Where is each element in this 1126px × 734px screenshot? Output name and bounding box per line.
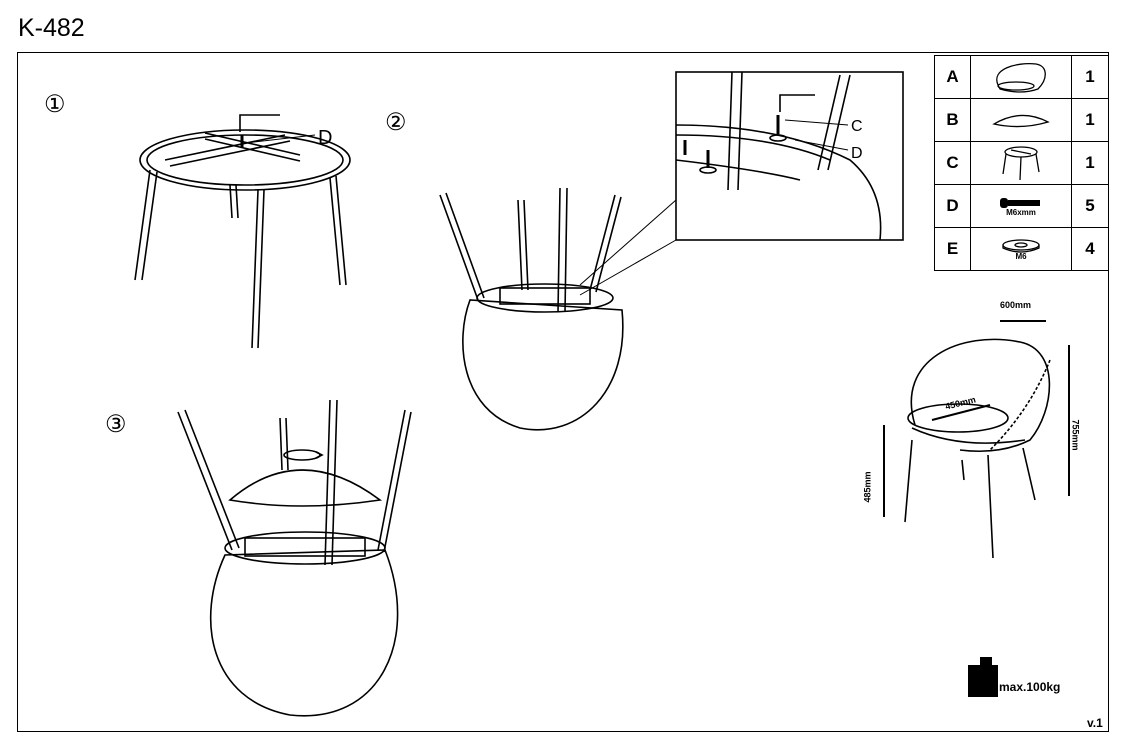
callout-d-detail: D xyxy=(851,145,863,162)
dimensioned-chair-drawing xyxy=(883,320,1070,559)
step3-cushion-drawing xyxy=(177,399,412,717)
part-letter: C xyxy=(934,141,971,185)
leg-frame-icon xyxy=(1002,146,1040,181)
dimension-width: 600mm xyxy=(1000,300,1032,310)
dimension-seat-height: 485mm xyxy=(862,471,873,503)
step-2-marker: ② xyxy=(385,108,407,136)
step1-leg-frame-drawing xyxy=(134,114,351,349)
part-note: M6 xyxy=(1015,251,1027,261)
part-qty: 1 xyxy=(1071,98,1109,142)
part-note: M6xmm xyxy=(1006,207,1036,217)
parts-table: A 1 B 1 C 1 D M6xmm 5 E M6 4 xyxy=(934,55,1109,271)
dimension-height: 755mm xyxy=(1070,419,1081,451)
part-letter: B xyxy=(934,98,971,142)
parts-row: E M6 4 xyxy=(934,227,1109,271)
weight-icon xyxy=(968,657,998,697)
parts-row: D M6xmm 5 xyxy=(934,184,1109,228)
part-letter: A xyxy=(934,55,971,99)
callout-d-step1: D xyxy=(318,127,333,149)
bolt-icon xyxy=(1000,197,1040,208)
step2-chair-upside-down-drawing xyxy=(439,187,677,431)
step-1-marker: ① xyxy=(44,90,66,118)
part-letter: D xyxy=(934,184,971,228)
version-label: v.1 xyxy=(1087,716,1103,730)
cushion-icon xyxy=(992,114,1050,128)
max-load-label: max.100kg xyxy=(999,680,1061,694)
parts-row: B 1 xyxy=(934,98,1109,142)
instruction-frame xyxy=(17,52,1109,732)
part-letter: E xyxy=(934,227,971,271)
product-title: K-482 xyxy=(18,14,85,42)
washer-icon xyxy=(1002,238,1040,253)
part-qty: 5 xyxy=(1071,184,1109,228)
detail-view-drawing xyxy=(675,71,904,241)
parts-row: A 1 xyxy=(934,55,1109,99)
part-qty: 4 xyxy=(1071,227,1109,271)
step-3-marker: ③ xyxy=(105,410,127,438)
seat-shell-icon xyxy=(996,63,1046,93)
part-qty: 1 xyxy=(1071,55,1109,99)
parts-row: C 1 xyxy=(934,141,1109,185)
callout-c-detail: C xyxy=(851,118,863,135)
part-qty: 1 xyxy=(1071,141,1109,185)
